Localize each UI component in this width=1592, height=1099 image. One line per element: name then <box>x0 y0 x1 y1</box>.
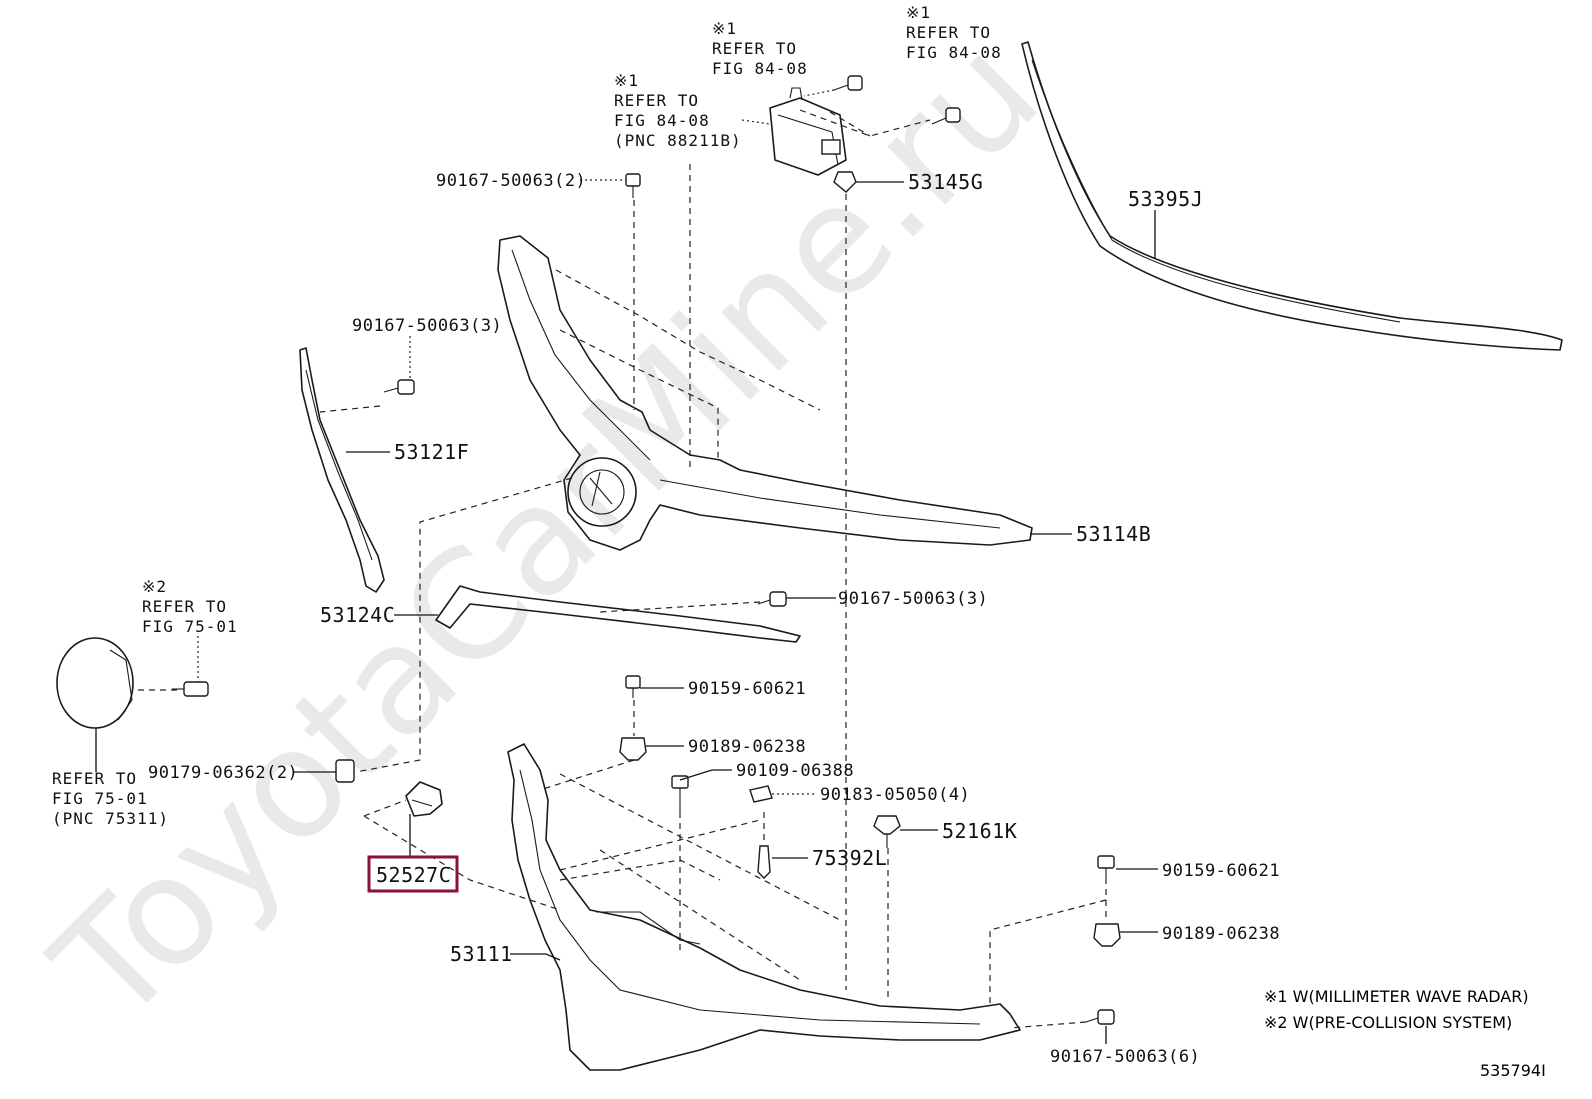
ref-radar-bolt-top: ※1 REFER TO FIG 84-08 <box>712 19 808 78</box>
ref-sensor-cover-line2: FIG 75-01 <box>52 789 148 808</box>
ref-radar-sensor-line2: REFER TO <box>614 91 699 110</box>
ref-sensor-cover: REFER TO FIG 75-01 (PNC 75311) <box>52 769 169 828</box>
molding-53124c-drawing <box>435 585 801 643</box>
sensor-cover-drawing <box>56 637 209 729</box>
assembly-dashed-lines <box>138 109 1107 1029</box>
ref-sensor-cover-bolt-line2: REFER TO <box>142 597 227 616</box>
leader-lines <box>95 89 1158 1044</box>
clip-52161k-drawing <box>873 815 901 848</box>
nut-90189-a-drawing <box>619 737 647 761</box>
ref-sensor-cover-bolt-line3: FIG 75-01 <box>142 617 238 636</box>
label-90167-bottom[interactable]: 90167-50063(6) <box>1050 1047 1200 1067</box>
label-90189-b[interactable]: 90189-06238 <box>1162 924 1280 944</box>
ref-radar-bolt-right: ※1 REFER TO FIG 84-08 <box>906 3 1002 62</box>
ref-radar-bolt-right-line3: FIG 84-08 <box>906 43 1002 62</box>
label-75392l[interactable]: 75392L <box>812 846 887 870</box>
label-90179[interactable]: 90179-06362(2) <box>148 763 298 783</box>
label-52161k[interactable]: 52161K <box>942 819 1017 843</box>
screw-90109-drawing <box>671 775 689 812</box>
label-53124c[interactable]: 53124C <box>320 603 395 627</box>
ref-radar-bolt-top-line1: ※1 <box>712 19 737 38</box>
label-90167-left[interactable]: 90167-50063(3) <box>352 316 502 336</box>
label-53111[interactable]: 53111 <box>450 942 513 966</box>
ref-radar-bolt-top-line3: FIG 84-08 <box>712 59 808 78</box>
radar-sensor-drawing <box>769 87 847 176</box>
figure-number: 535794I <box>1480 1061 1546 1080</box>
nut-90189-b-drawing <box>1093 923 1121 947</box>
radar-bolt-top-drawing <box>833 75 863 91</box>
fastener-75392l-drawing <box>757 845 771 879</box>
retainer-53111-drawing <box>507 743 1021 1071</box>
ref-radar-bolt-top-line2: REFER TO <box>712 39 797 58</box>
label-90109[interactable]: 90109-06388 <box>736 761 854 781</box>
ref-radar-sensor-line4: (PNC 88211B) <box>614 131 742 150</box>
ref-radar-sensor: ※1 REFER TO FIG 84-08 (PNC 88211B) <box>614 71 742 150</box>
label-53145g[interactable]: 53145G <box>908 170 983 194</box>
bolt-90159-b-drawing <box>1097 855 1115 878</box>
label-90189-a[interactable]: 90189-06238 <box>688 737 806 757</box>
nut-90183-drawing <box>749 785 773 803</box>
molding-53395j-drawing <box>1021 41 1563 351</box>
bolt-90167-top-drawing <box>625 173 641 198</box>
label-53121f[interactable]: 53121F <box>394 440 469 464</box>
ref-radar-bolt-right-line1: ※1 <box>906 3 931 22</box>
label-53395j[interactable]: 53395J <box>1128 187 1203 211</box>
grille-frame-53114b-drawing <box>497 235 1033 551</box>
ref-sensor-cover-line1: REFER TO <box>52 769 137 788</box>
highlight-box-52527c <box>367 855 459 893</box>
trim-53121f-drawing <box>299 347 385 593</box>
clip-53145g-drawing <box>833 171 857 193</box>
radar-bolt-right-drawing <box>931 107 961 125</box>
nut-90179-drawing <box>335 759 355 783</box>
label-52527c[interactable]: 52527C <box>376 863 451 887</box>
ref-sensor-cover-bolt-line1: ※2 <box>142 577 167 596</box>
ref-sensor-cover-line3: (PNC 75311) <box>52 809 169 828</box>
ref-radar-sensor-line3: FIG 84-08 <box>614 111 710 130</box>
label-53114b[interactable]: 53114B <box>1076 522 1151 546</box>
label-90159-b[interactable]: 90159-60621 <box>1162 861 1280 881</box>
label-90167-top[interactable]: 90167-50063(2) <box>436 171 586 191</box>
bolt-90167-mid-drawing <box>757 591 787 607</box>
ref-sensor-cover-bolt: ※2 REFER TO FIG 75-01 <box>142 577 238 636</box>
bolt-90159-a-drawing <box>625 675 641 698</box>
label-90183[interactable]: 90183-05050(4) <box>820 785 970 805</box>
label-90159-a[interactable]: 90159-60621 <box>688 679 806 699</box>
ref-radar-bolt-right-line2: REFER TO <box>906 23 991 42</box>
bolt-90167-left-drawing <box>383 379 415 395</box>
note-pre-collision-system: ※2 W(PRE-COLLISION SYSTEM) <box>1264 1013 1512 1032</box>
label-90167-mid[interactable]: 90167-50063(3) <box>838 589 988 609</box>
watermark-text: ToyotaCarMine.ru <box>22 6 1072 1056</box>
bolt-90167-bottom-drawing <box>1085 1009 1115 1025</box>
note-millimeter-wave-radar: ※1 W(MILLIMETER WAVE RADAR) <box>1264 987 1529 1006</box>
ref-radar-sensor-line1: ※1 <box>614 71 639 90</box>
bracket-52527c-drawing <box>405 781 443 817</box>
